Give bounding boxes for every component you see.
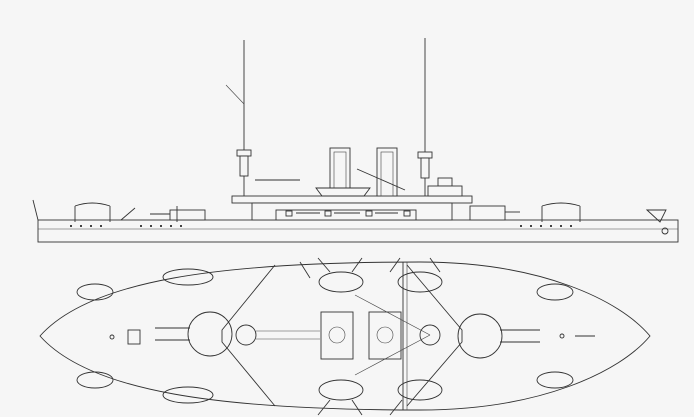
hull <box>37 219 679 243</box>
side-elevation <box>32 38 679 243</box>
funnel-aft <box>376 147 398 197</box>
boat <box>315 187 371 197</box>
plan-view <box>39 257 651 416</box>
fore-turret <box>187 311 233 357</box>
boats <box>76 268 574 404</box>
superstructure-deck <box>231 195 473 204</box>
stern-flagstaff <box>32 199 39 221</box>
aft-turret <box>457 313 503 359</box>
portholes <box>70 225 572 227</box>
